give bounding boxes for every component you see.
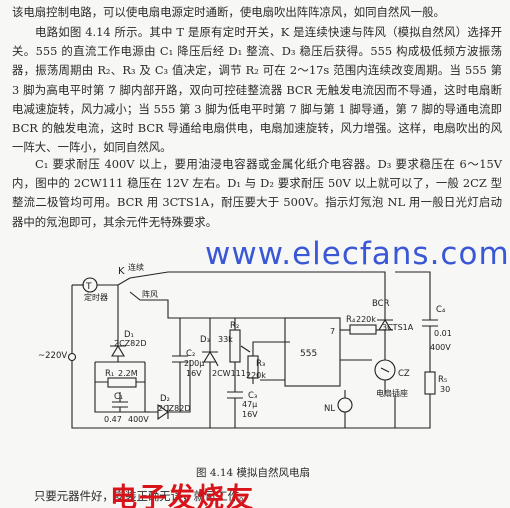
label-C2-val: 200μ xyxy=(184,359,204,368)
label-D2-type: 2CZ82D xyxy=(158,404,191,413)
label-BCR-type: 3CTS1A xyxy=(382,323,414,332)
paragraph-circuit-description: 电路如图 4.14 所示。其中 T 是原有定时开关，K 是连续快速与阵风（模拟自… xyxy=(12,25,502,155)
label-R3-val: 220k xyxy=(246,371,266,380)
watermark-url: www.elecfans.com xyxy=(205,236,510,272)
label-R5-val: 30 xyxy=(440,385,450,394)
paragraph-intro: 该电扇控制电路，可以使电扇电源定时通断，使电扇吹出阵阵凉风，如同自然风一般。 xyxy=(12,5,445,19)
label-R1: R₁ xyxy=(105,369,114,379)
label-C1: C₁ xyxy=(114,392,123,402)
label-C4: C₄ xyxy=(436,305,446,315)
label-R1-val: 2.2M xyxy=(118,369,138,378)
label-C1-volt: 400V xyxy=(128,415,149,424)
label-D2: D₂ xyxy=(160,394,170,404)
label-ic: 555 xyxy=(300,349,317,359)
label-mains: ~220V xyxy=(38,351,67,361)
label-C1-val: 0.47 xyxy=(104,415,122,424)
label-outlet: 电扇插座 xyxy=(376,388,408,398)
label-R2: R₂ xyxy=(230,321,239,331)
paragraph-component-requirements: C₁ 要求耐压 400V 以上，要用油浸电容器或金属化纸介电容器。D₃ 要求稳压… xyxy=(12,157,502,229)
label-R3: R₃ xyxy=(256,359,265,369)
label-R4-val: 220k xyxy=(356,315,376,324)
label-R2-val: 33k xyxy=(218,335,233,344)
watermark-brand: 电子发烧友 xyxy=(110,483,255,508)
label-C3-val: 47μ xyxy=(242,400,257,409)
label-D3: D₃ xyxy=(200,335,210,345)
label-C3: C₃ xyxy=(248,391,257,401)
label-C4-val: 0.01 xyxy=(434,329,452,338)
label-C4-volt: 400V xyxy=(430,343,451,352)
label-D3-type: 2CW111 xyxy=(212,369,246,378)
label-pin7: 7 xyxy=(330,327,335,336)
label-C2-volt: 16V xyxy=(186,369,202,378)
label-continuous: 连续 xyxy=(128,262,144,272)
label-K: K xyxy=(118,266,125,277)
figure-caption: 图 4.14 模拟自然风电扇 xyxy=(196,467,311,479)
label-timer-switch: 定时器 xyxy=(84,292,108,302)
label-R4: R₄ xyxy=(346,315,356,325)
label-CZ: CZ xyxy=(398,369,410,379)
label-T: T xyxy=(85,282,92,292)
label-BCR: BCR xyxy=(372,299,390,309)
label-C2: C₂ xyxy=(186,349,195,359)
label-C3-volt: 16V xyxy=(242,410,258,419)
label-R5: R₅ xyxy=(438,375,447,385)
label-NL: NL xyxy=(324,404,335,414)
footer-text: 只要元器件好，安装正确无误，就可工作。 xyxy=(34,489,251,503)
label-D1: D₁ xyxy=(124,330,134,340)
label-gust: 阵风 xyxy=(142,289,158,299)
label-D1-type: 2CZ82D xyxy=(114,339,147,348)
